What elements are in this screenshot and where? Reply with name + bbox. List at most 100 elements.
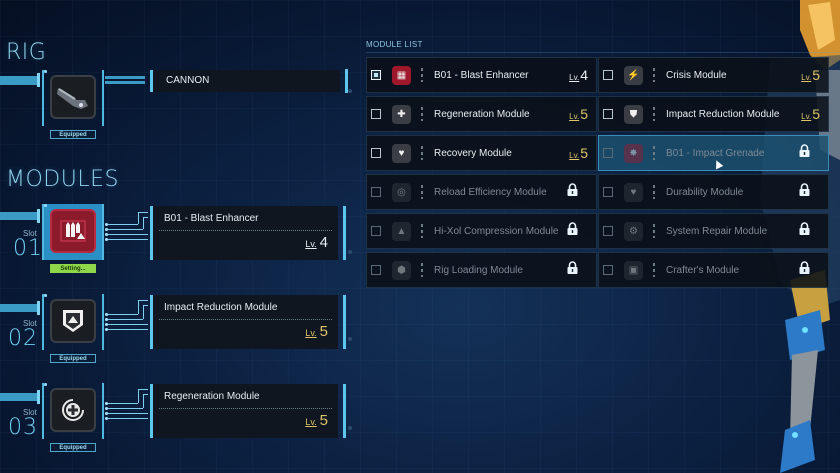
slot-01-connector-cap: [37, 209, 40, 223]
item-separator: [653, 68, 655, 82]
module-list-title: MODULE LIST: [366, 40, 423, 49]
panel-cap: [343, 206, 346, 260]
slot-01-label: Slot: [23, 229, 37, 238]
rig-section-title: RIG: [6, 40, 47, 65]
slot-02-status-tag: Equipped: [50, 354, 96, 363]
durability-icon: ♥: [624, 182, 643, 202]
slot-02-label: Slot: [23, 319, 37, 328]
modules-section-title: MODULES: [6, 167, 119, 192]
slot-03-connector-cap: [37, 390, 40, 404]
impact-grenade-icon: ✸: [624, 143, 643, 163]
slot-03-module-name: Regeneration Module: [164, 391, 260, 402]
module-checkbox[interactable]: [603, 70, 613, 80]
rig-loading-icon: ⬢: [392, 260, 411, 280]
crafter-icon: ▣: [624, 260, 643, 280]
reload-icon: ◎: [392, 182, 411, 202]
panel-dot: [348, 250, 352, 254]
slot-01-number: 01: [13, 236, 43, 261]
slot-02-connector-bar: [0, 304, 38, 312]
slot-03-level: Lv. 5: [305, 412, 328, 429]
slot-03-icon-frame[interactable]: [42, 383, 104, 439]
module-list-item[interactable]: ▣ Crafter's Module: [598, 252, 829, 288]
module-list-item[interactable]: ⬢ Rig Loading Module: [366, 252, 597, 288]
module-name: Impact Reduction Module: [666, 108, 780, 120]
lock-icon: [567, 261, 578, 279]
blast-enhancer-icon: ▦: [392, 65, 411, 85]
rig-equipped-panel[interactable]: CANNON: [150, 69, 348, 93]
lock-icon: [567, 222, 578, 240]
slot-01-level: Lv. 4: [305, 234, 328, 251]
impact-reduction-icon: ⛊: [624, 104, 643, 124]
slot-02-panel[interactable]: Impact Reduction Module Lv. 5: [150, 295, 346, 349]
panel-dot: [348, 89, 352, 93]
blast-enhancer-icon: [50, 209, 96, 253]
panel-divider: [159, 230, 332, 231]
module-list-item[interactable]: ⚙System Repair Module: [598, 213, 829, 249]
module-checkbox[interactable]: [371, 187, 381, 197]
item-separator: [653, 146, 655, 160]
module-checkbox[interactable]: [603, 265, 613, 275]
module-checkbox[interactable]: [603, 226, 613, 236]
item-separator: [421, 185, 423, 199]
module-level: Lv.5: [569, 106, 588, 122]
slot-02-connector-cap: [37, 301, 40, 315]
cannon-icon: [50, 75, 96, 119]
regeneration-cross-icon: [50, 388, 96, 432]
module-checkbox[interactable]: [371, 226, 381, 236]
rig-equipped-name: CANNON: [166, 75, 210, 86]
module-list-item[interactable]: ♥ Durability Module: [598, 174, 829, 210]
module-name: Durability Module: [666, 186, 744, 198]
slot-02-icon-frame[interactable]: [42, 294, 104, 350]
rig-icon-frame[interactable]: [42, 70, 104, 126]
slot-03-connector-bar: [0, 393, 38, 401]
module-checkbox[interactable]: [371, 148, 381, 158]
module-name: Rig Loading Module: [434, 264, 523, 276]
item-separator: [421, 146, 423, 160]
lock-icon: [799, 261, 810, 279]
panel-cap: [343, 384, 346, 438]
module-level: Lv.4: [569, 67, 588, 83]
module-list-item[interactable]: ◎ Reload Efficiency Module: [366, 174, 597, 210]
regeneration-icon: ✚: [392, 104, 411, 124]
module-checkbox[interactable]: [603, 148, 613, 158]
module-list-item[interactable]: ▦ B01 - Blast Enhancer Lv.4: [366, 57, 597, 93]
module-name: Crafter's Module: [666, 264, 740, 276]
module-list-item[interactable]: ✸B01 - Impact Grenade: [598, 135, 829, 171]
slot-02-module-name: Impact Reduction Module: [164, 302, 278, 313]
rig-status-tag: Equipped: [50, 130, 96, 139]
slot-03-panel[interactable]: Regeneration Module Lv. 5: [150, 384, 346, 438]
slot-01-module-name: B01 - Blast Enhancer: [164, 213, 259, 224]
module-list-item[interactable]: ⛊ Impact Reduction Module Lv.5: [598, 96, 829, 132]
module-checkbox[interactable]: [603, 109, 613, 119]
rig-connector-cap: [37, 73, 40, 87]
module-level: Lv.5: [801, 106, 820, 122]
panel-dot: [348, 426, 352, 430]
module-name: Reload Efficiency Module: [434, 186, 547, 198]
slot-02-level: Lv. 5: [305, 323, 328, 340]
panel-dot: [348, 337, 352, 341]
module-checkbox[interactable]: [371, 70, 381, 80]
module-list-item[interactable]: ▲Hi-Xol Compression Module: [366, 213, 597, 249]
slot-03-number: 03: [8, 415, 38, 440]
slot-01-icon-frame[interactable]: [42, 204, 104, 260]
module-checkbox[interactable]: [371, 109, 381, 119]
module-checkbox[interactable]: [603, 187, 613, 197]
module-name: Recovery Module: [434, 147, 512, 159]
item-separator: [421, 263, 423, 277]
item-separator: [421, 224, 423, 238]
panel-divider: [159, 319, 332, 320]
system-repair-icon: ⚙: [624, 221, 643, 241]
rig-connector-bar: [0, 76, 38, 85]
lock-icon: [799, 183, 810, 201]
item-separator: [653, 263, 655, 277]
module-name: B01 - Blast Enhancer: [434, 69, 529, 81]
module-level: Lv.5: [801, 67, 820, 83]
slot-01-panel[interactable]: B01 - Blast Enhancer Lv. 4: [150, 206, 346, 260]
compression-icon: ▲: [392, 221, 411, 241]
panel-cap: [345, 69, 348, 93]
module-checkbox[interactable]: [371, 265, 381, 275]
item-separator: [421, 68, 423, 82]
